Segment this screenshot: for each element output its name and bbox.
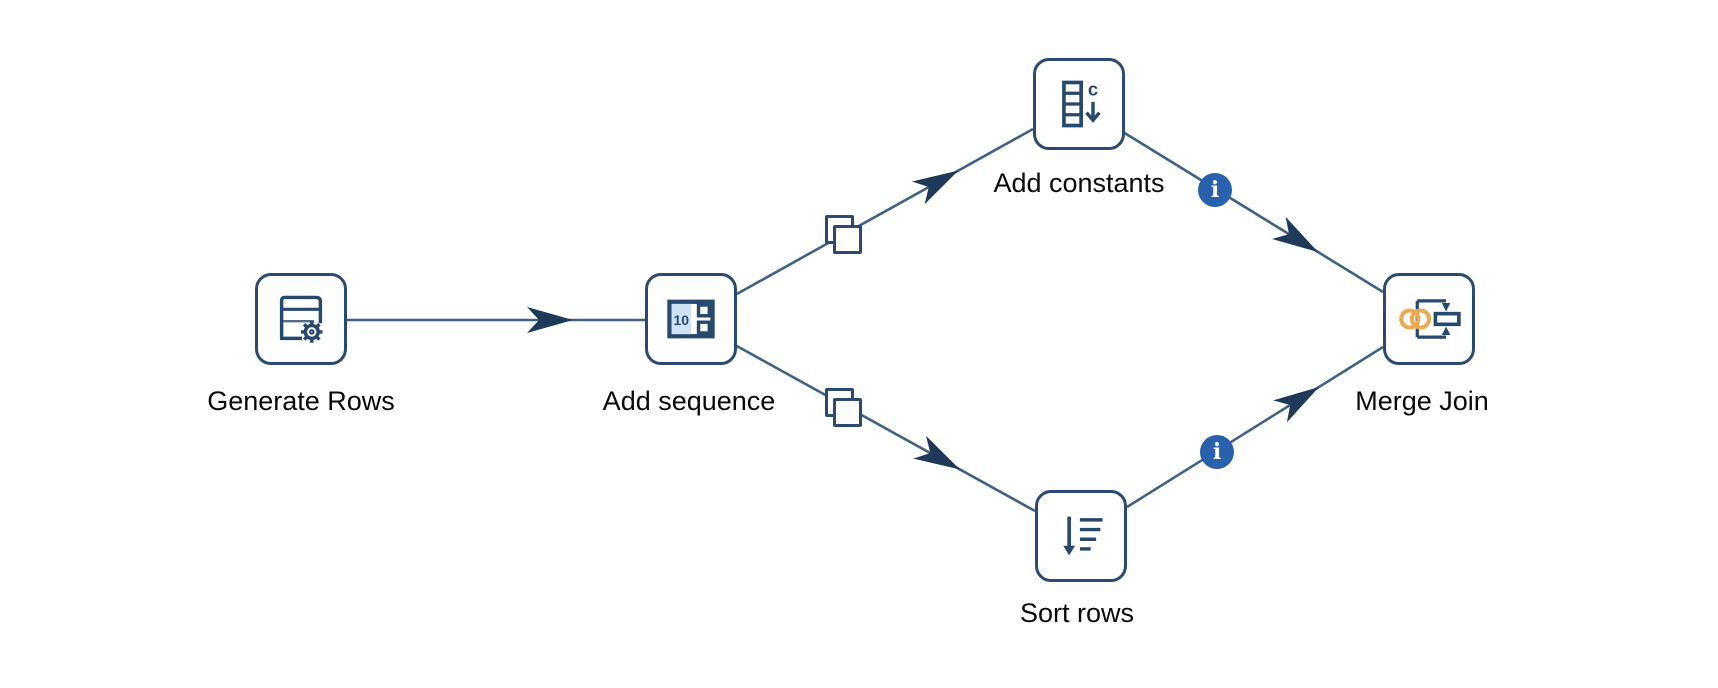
rings-merge-icon [1399, 299, 1461, 339]
arrowhead [1273, 387, 1319, 423]
hop-sort-rows-to-merge-join[interactable] [1126, 345, 1384, 509]
node-label-add-constants: Add constants [993, 168, 1165, 198]
copy-icon-front-square [833, 225, 862, 254]
node-add-sequence[interactable]: 10 [645, 273, 737, 365]
copy-icon[interactable] [825, 215, 865, 259]
copy-icon-front-square [833, 398, 862, 427]
node-merge-join[interactable] [1383, 273, 1475, 365]
node-label-add-sequence: Add sequence [602, 386, 776, 416]
column-c-down-icon: c [1062, 78, 1101, 128]
arrowhead [1272, 216, 1318, 252]
sequence-10-icon: 10 [667, 299, 715, 339]
arrowhead [527, 307, 573, 333]
table-gear-icon [279, 295, 323, 343]
info-icon[interactable]: i [1200, 435, 1234, 469]
node-add-constants[interactable]: c [1033, 58, 1125, 150]
constant-letter-text: c [1088, 78, 1098, 99]
sequence-number-text: 10 [674, 312, 690, 328]
hop-add-sequence-to-add-constants[interactable] [734, 127, 1034, 297]
sort-descending-icon [1063, 516, 1103, 556]
node-label-generate-rows: Generate Rows [207, 386, 395, 416]
arrowhead [913, 435, 960, 470]
hop-add-constants-to-merge-join[interactable] [1122, 130, 1384, 294]
arrowhead [911, 170, 959, 205]
info-icon[interactable]: i [1198, 173, 1232, 207]
node-sort-rows[interactable] [1035, 490, 1127, 582]
copy-icon[interactable] [825, 388, 865, 432]
join-ring-right [1409, 308, 1432, 330]
node-label-merge-join: Merge Join [1355, 386, 1489, 416]
hop-add-sequence-to-sort-rows[interactable] [734, 343, 1036, 513]
node-label-sort-rows: Sort rows [1019, 598, 1135, 628]
join-ring-left [1399, 308, 1421, 330]
node-generate-rows[interactable] [255, 273, 347, 365]
